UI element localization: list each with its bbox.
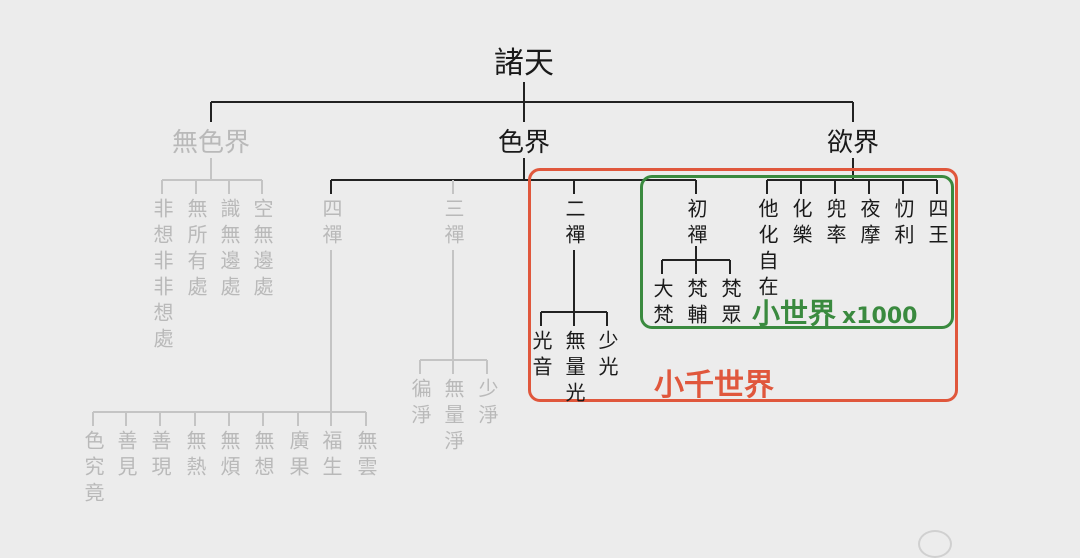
second-dhyana-heaven: 少光 [595,330,619,382]
formless-connectors [161,158,263,194]
second-dhyana-heaven: 無量光 [562,330,586,408]
desire-heaven: 四王 [925,198,949,250]
fourth-dhyana-heaven: 無想 [251,430,275,482]
dhyana-first: 初禪 [684,198,708,250]
desire-heaven: 化樂 [789,198,813,250]
form-connectors [330,158,697,194]
dhyana-fourth: 四禪 [319,198,343,250]
fourth-dhyana-heaven: 廣果 [286,430,310,482]
first-dhyana-heaven: 梵輔 [684,278,708,330]
desire-heaven: 夜摩 [857,198,881,250]
third-dhyana-heaven: 無量淨 [441,378,465,456]
watermark-logo-icon [918,530,952,558]
fourth-dhyana-heaven: 無雲 [354,430,378,482]
first-dhyana-connectors [661,246,731,274]
small-chiliocosm-box [528,168,958,402]
fourth-dhyana-heaven: 無煩 [217,430,241,482]
second-dhyana-heaven: 光音 [529,330,553,382]
small-chiliocosm-label: 小千世界 [654,368,774,403]
formless-heaven: 空無邊處 [250,198,274,302]
third-dhyana-heaven: 徧淨 [408,378,432,430]
formless-heaven: 非想非非想處 [150,198,174,354]
realm-desire: 欲界 [826,128,880,158]
desire-heaven: 兜率 [823,198,847,250]
third-dhyana-connectors [419,250,488,374]
fourth-dhyana-heaven: 無熱 [183,430,207,482]
first-dhyana-heaven: 梵眾 [718,278,742,330]
fourth-dhyana-heaven: 色究竟 [81,430,105,508]
second-dhyana-connectors [540,250,608,326]
root-connectors [210,82,854,122]
fourth-dhyana-heaven: 福生 [319,430,343,482]
small-world-multiplier: x1000 [842,304,918,329]
realm-form: 色界 [497,128,551,158]
first-dhyana-heaven: 大梵 [650,278,674,330]
formless-heaven: 識無邊處 [217,198,241,302]
fourth-dhyana-heaven: 善現 [148,430,172,482]
desire-heaven: 他化自在 [755,198,779,302]
desire-heaven: 忉利 [891,198,915,250]
formless-heaven: 無所有處 [184,198,208,302]
fourth-dhyana-connectors [92,250,367,426]
small-world-box [640,175,954,329]
dhyana-second: 二禪 [562,198,586,250]
dhyana-third: 三禪 [441,198,465,250]
realm-formless: 無色界 [171,128,251,158]
fourth-dhyana-heaven: 善見 [114,430,138,482]
desire-connectors [766,158,938,194]
small-world-text: 小世界 [752,297,837,330]
root-node: 諸天 [494,46,554,81]
third-dhyana-heaven: 少淨 [475,378,499,430]
